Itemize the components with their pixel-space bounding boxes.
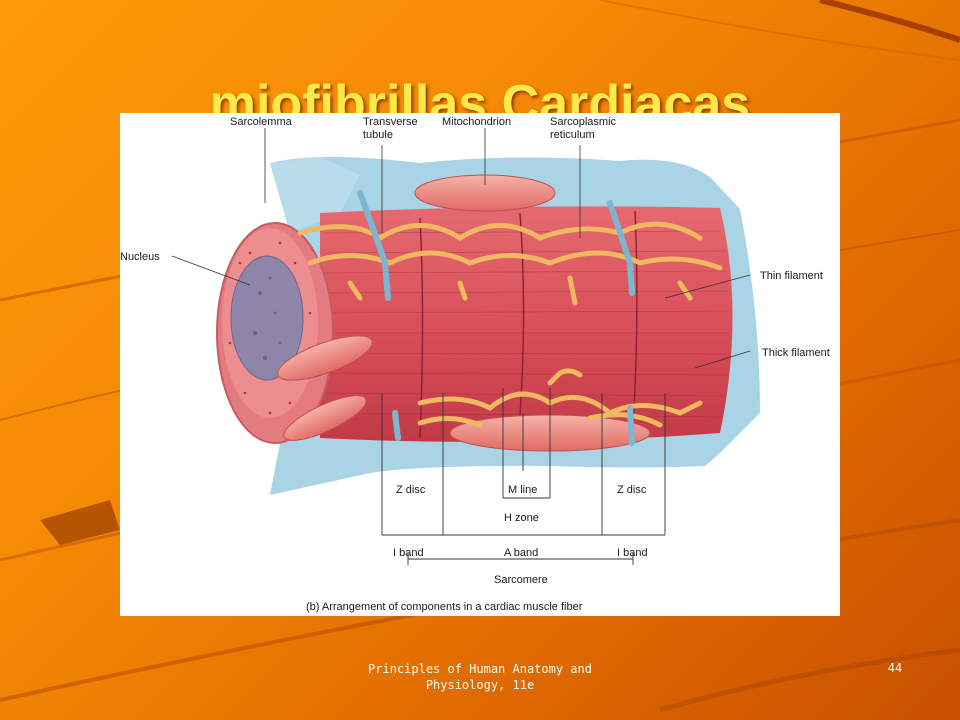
- z-disc-lines: [419, 210, 638, 444]
- label-sarcolemma: Sarcolemma: [230, 116, 293, 128]
- muscle-fiber-figure: Sarcolemma Transverse tubule Mitochondri…: [120, 113, 840, 616]
- footer-line-1: Principles of Human Anatomy and: [368, 662, 592, 676]
- nucleus: [230, 255, 304, 381]
- leader-lines: [171, 128, 751, 369]
- label-sarcomere: Sarcomere: [494, 574, 548, 586]
- label-nucleus: Nucleus: [120, 251, 160, 263]
- label-mitochondrion: Mitochondrion: [442, 116, 511, 128]
- label-sarcoplasmic-reticulum-2: reticulum: [550, 129, 595, 141]
- transverse-tubules: [357, 190, 635, 446]
- label-h-zone: H zone: [504, 512, 539, 524]
- label-i-band-right: I band: [617, 547, 648, 559]
- footer-line-2: Physiology, 11e: [425, 678, 535, 692]
- label-thick-filament: Thick filament: [762, 347, 830, 359]
- label-transverse-tubule-1: Transverse: [363, 116, 418, 128]
- label-m-line: M line: [508, 484, 537, 496]
- label-thin-filament: Thin filament: [760, 270, 823, 282]
- label-z-disc-left: Z disc: [396, 484, 426, 496]
- figure-caption: (b) Arrangement of components in a cardi…: [306, 601, 583, 613]
- slide-footer: Principles of Human Anatomy and Physiolo…: [330, 661, 630, 693]
- label-sarcoplasmic-reticulum-1: Sarcoplasmic: [550, 116, 617, 128]
- page-number: 44: [887, 661, 903, 675]
- label-z-disc-right: Z disc: [617, 484, 647, 496]
- label-transverse-tubule-2: tubule: [363, 129, 393, 141]
- label-a-band: A band: [504, 547, 538, 559]
- label-i-band-left: I band: [393, 547, 424, 559]
- sarcomere-brackets: [381, 388, 666, 565]
